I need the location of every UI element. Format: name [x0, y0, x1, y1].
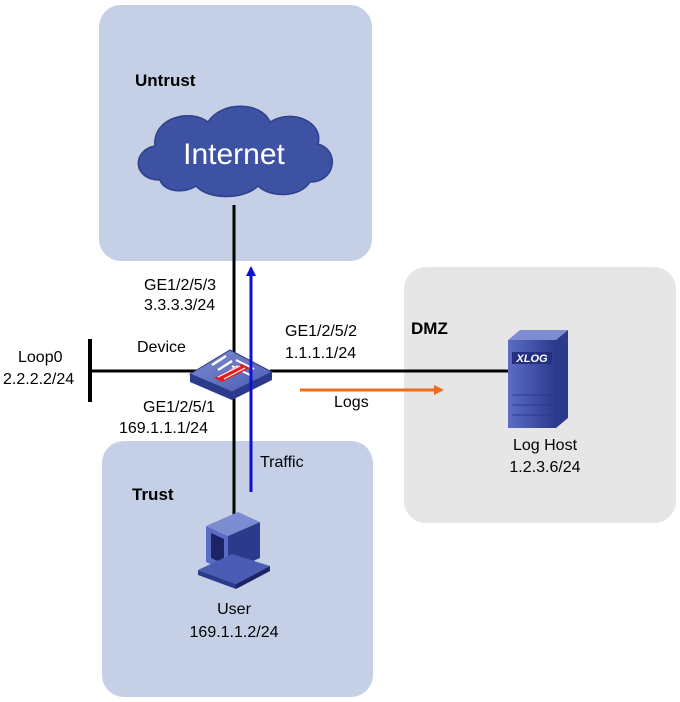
internet-label: Internet [183, 138, 285, 171]
loopback-name: Loop0 [18, 349, 63, 366]
firewall-device-icon [188, 349, 274, 400]
bottom-interface-ip: 169.1.1.1/24 [119, 420, 208, 437]
untrust-zone-title: Untrust [135, 71, 196, 90]
dmz-zone-title: DMZ [411, 319, 448, 338]
log-host-server-icon [508, 330, 568, 428]
top-interface-ip: 3.3.3.3/24 [144, 297, 215, 314]
top-interface-name: GE1/2/5/3 [144, 277, 216, 294]
logs-label: Logs [334, 394, 369, 411]
right-interface-ip: 1.1.1.1/24 [285, 345, 356, 362]
loopback-ip: 2.2.2.2/24 [3, 371, 74, 388]
right-interface-name: GE1/2/5/2 [285, 323, 357, 340]
user-ip: 169.1.1.2/24 [190, 624, 279, 641]
user-name: User [217, 601, 251, 618]
device-label: Device [137, 339, 186, 356]
bottom-interface-name: GE1/2/5/1 [143, 399, 215, 416]
trust-zone-title: Trust [132, 485, 174, 504]
internet-cloud-icon [137, 105, 333, 198]
traffic-label: Traffic [260, 454, 304, 471]
log-host-name: Log Host [513, 437, 578, 454]
log-host-ip: 1.2.3.6/24 [509, 459, 580, 476]
log-host-badge: XLOG [515, 353, 548, 365]
user-pc-icon [198, 512, 270, 589]
